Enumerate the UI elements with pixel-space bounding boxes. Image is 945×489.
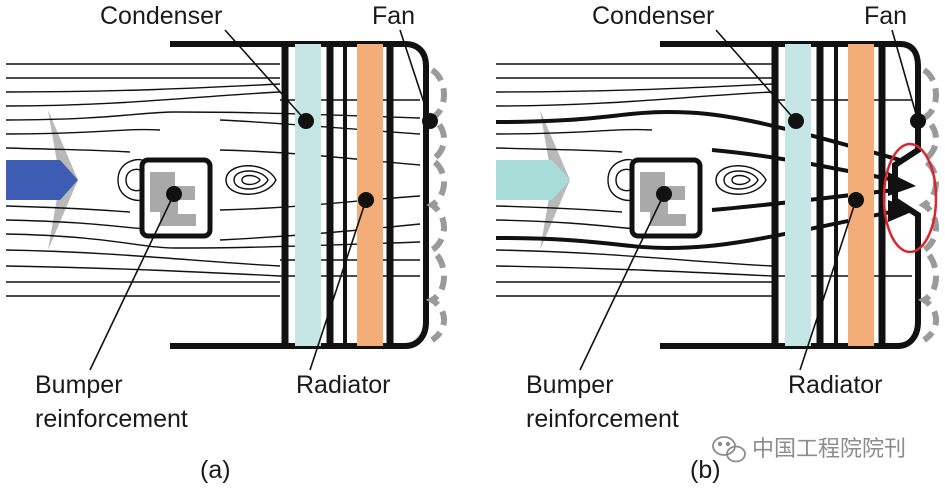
condenser [785, 44, 811, 346]
inflow-block [6, 160, 78, 200]
recirculation-arrows [888, 172, 916, 222]
bumper-label-line2: reinforcement [526, 405, 679, 433]
fan-blades [917, 67, 939, 343]
wechat-icon [712, 436, 746, 463]
vortex-right [225, 165, 277, 195]
radiator-label: Radiator [296, 371, 391, 399]
vortex-right [715, 165, 767, 195]
inflow-block [496, 160, 570, 200]
recirculation-highlight [882, 142, 938, 254]
condenser [295, 44, 321, 346]
leader-lines [579, 29, 919, 371]
bumper-label-line1: Bumper [526, 371, 614, 399]
panel-caption-a: (a) [200, 456, 231, 484]
fan-blades [425, 67, 447, 343]
bumper-reinforcement [629, 157, 703, 239]
radiator-label: Radiator [788, 371, 883, 399]
fan-label: Fan [864, 2, 907, 30]
watermark: 中国工程院院刊 [712, 436, 906, 463]
bumper-reinforcement [139, 157, 213, 239]
fan-shroud [170, 41, 429, 349]
condenser-label: Condenser [592, 2, 714, 30]
leader-lines [89, 29, 431, 371]
bumper-label-line1: Bumper [35, 371, 123, 399]
watermark-text: 中国工程院院刊 [752, 437, 906, 462]
panel-b: Condenser Fan Bumper reinforcement Radia… [495, 2, 939, 484]
panel-a: Condenser Fan Bumper reinforcement Radia… [5, 2, 447, 484]
bumper-label-line2: reinforcement [35, 405, 188, 433]
condenser-label: Condenser [100, 2, 222, 30]
streamlines [495, 63, 912, 297]
panel-caption-b: (b) [690, 456, 721, 484]
fan-label: Fan [372, 2, 415, 30]
